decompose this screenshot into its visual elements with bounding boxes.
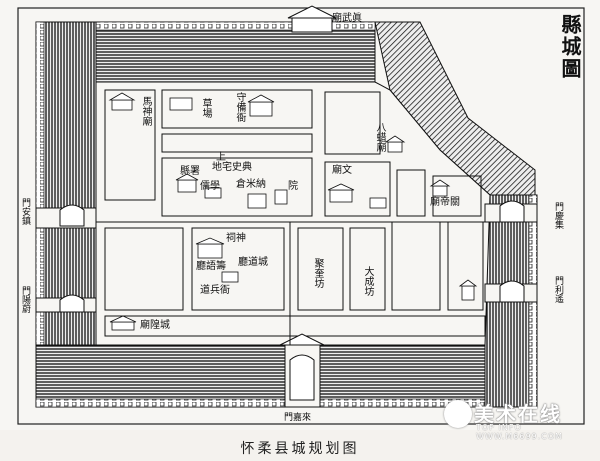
watermark: 美术在线 TOP INFO WWW.M6699.COM — [442, 396, 592, 441]
label-east-gate-1: 門慶集 — [553, 202, 563, 229]
label-shou-bei-ya: 守備衙 — [234, 92, 245, 122]
streets — [96, 221, 485, 345]
label-ci-shen: 祠神 — [226, 233, 246, 244]
label-west-gate-1: 門安鎮 — [20, 198, 30, 225]
label-ba-zha-miao: 八蜡廟 — [374, 122, 385, 152]
figure-caption: 怀柔县城规划图 — [240, 441, 360, 457]
label-cang-mi-ku: 倉米納 — [236, 179, 266, 190]
map-title: 縣城圖 — [558, 14, 582, 80]
watermark-logo-icon — [444, 400, 472, 428]
label-yuan: 院 — [288, 181, 298, 192]
label-da-cheng-fang: 大成坊 — [362, 266, 373, 296]
label-ru-xue: 儒學 — [200, 181, 220, 192]
label-xian-shu: 縣署 — [180, 166, 200, 177]
gates — [35, 5, 538, 408]
watermark-url: TOP INFO WWW.M6699.COM — [476, 423, 563, 441]
label-south-gate: 門嘉來 — [284, 413, 312, 423]
label-dao-bing-ya: 道兵衙 — [200, 285, 230, 296]
label-ju-shu-ting: 廳語籌 — [196, 261, 226, 272]
label-cao-chang: 草場 — [200, 98, 211, 118]
label-di-zhai-shi-dian: 地宅史典 — [212, 162, 252, 173]
label-ma-shen-miao: 馬神廟 — [140, 96, 151, 126]
city-blocks — [104, 89, 486, 337]
label-guan-di-miao: 廟帝關 — [430, 197, 460, 208]
label-north-temple: 廟武眞 — [332, 13, 362, 24]
label-wen-miao: 廟文 — [332, 165, 352, 176]
watermark-brand: 美术在线 — [474, 402, 562, 426]
county-city-map — [17, 5, 585, 425]
label-cheng-huang-jie: 廳道城 — [238, 257, 268, 268]
label-shang: 上 — [216, 152, 226, 163]
label-west-gate-2: 門陽蔚 — [20, 286, 30, 313]
label-cheng-huang-miao: 廟隍城 — [140, 320, 170, 331]
buildings — [108, 92, 478, 331]
label-ju-jing-fang: 聚奎坊 — [312, 258, 323, 288]
label-east-gate-2: 門利遙 — [553, 276, 563, 303]
